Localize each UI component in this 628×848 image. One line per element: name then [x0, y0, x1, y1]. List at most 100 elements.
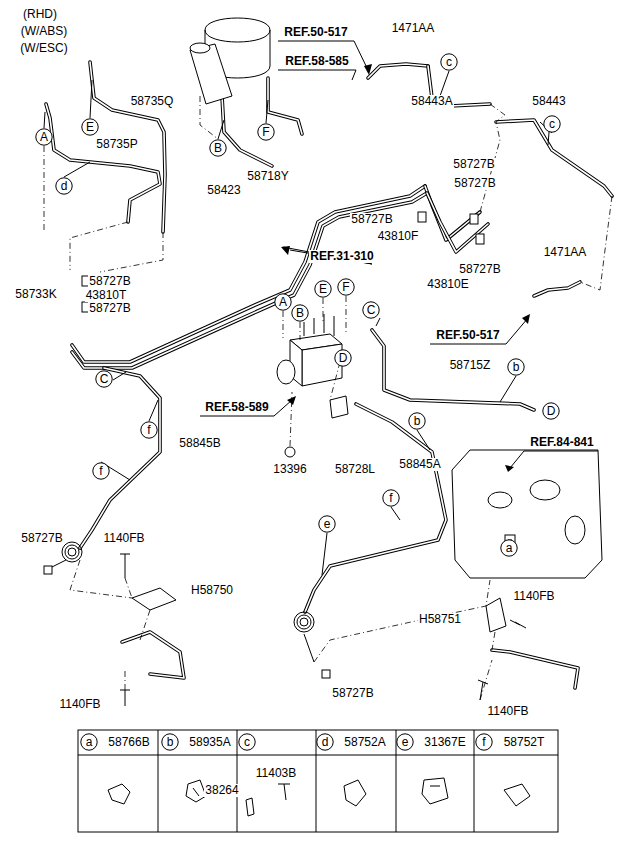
dashed-line	[490, 104, 505, 122]
callout-letter: F	[262, 126, 269, 139]
callout-letter: d	[322, 736, 329, 749]
part-number: 43810E	[426, 278, 469, 291]
clip	[322, 670, 330, 678]
callout-letter: f	[482, 736, 485, 749]
bolt	[478, 680, 488, 700]
dashed-line	[44, 96, 218, 230]
part-number: (RHD)	[22, 8, 58, 21]
callout-letter: B	[214, 142, 222, 155]
circle-outline	[292, 305, 308, 321]
callout-letter: a	[506, 542, 513, 555]
arrowhead	[505, 465, 514, 472]
circle-outline	[36, 129, 52, 145]
part-number: (W/ABS)	[20, 25, 69, 38]
ref-leader	[278, 41, 368, 70]
part-number: 11403B	[255, 767, 297, 780]
circle-outline	[56, 178, 72, 194]
bracket	[486, 598, 506, 632]
callout-letter: a	[86, 736, 93, 749]
part-number: 1140FB	[58, 698, 101, 711]
reference-label: REF.58-585	[284, 55, 349, 68]
part-number: 58423	[206, 184, 241, 197]
circle-outline	[441, 54, 457, 70]
arrowhead	[522, 314, 530, 324]
callout-circle: d	[316, 733, 334, 751]
brake-hose	[122, 632, 184, 678]
callout-circle: D	[542, 402, 560, 420]
part-number: 58735Q	[130, 95, 175, 108]
ref-arrows	[200, 41, 598, 472]
callout-letter: f	[99, 465, 102, 478]
reference-label: REF.84-841	[529, 436, 594, 449]
callout-circle: C	[362, 301, 380, 319]
callout-letter: A	[279, 296, 287, 309]
circle-outline	[397, 734, 413, 750]
circle-outline	[319, 516, 335, 532]
circle-outline	[162, 734, 178, 750]
brake-hose	[534, 282, 580, 296]
callout-letter: E	[86, 121, 94, 134]
reference-label: REF.50-517	[435, 329, 500, 342]
circle-outline	[363, 302, 379, 318]
brake-pipe	[72, 186, 425, 362]
clip-icon	[246, 798, 254, 816]
part-number: 43810F	[377, 230, 420, 243]
callout-letter: e	[324, 518, 331, 531]
parts-table	[78, 730, 558, 832]
callout-circle: D	[334, 349, 352, 367]
part-number: 58443A	[410, 95, 453, 108]
part-number: 58727B	[331, 687, 374, 700]
booster-body	[205, 30, 270, 42]
pipe-coil	[294, 612, 314, 632]
brake-hose	[534, 282, 580, 296]
part-number: 58727B	[20, 532, 63, 545]
circle-outline	[81, 734, 97, 750]
brake-pipe	[80, 368, 160, 548]
dashed-lines	[44, 96, 612, 700]
part-number: 58935A	[188, 736, 231, 749]
brake-pipe	[305, 404, 446, 612]
part-number: 58727B	[453, 177, 496, 190]
arrowhead	[287, 396, 296, 405]
brake-hose	[122, 632, 184, 678]
leader-line	[101, 376, 516, 575]
pipe-coil	[68, 548, 76, 556]
callout-circle: E	[81, 118, 99, 136]
screw-icon	[278, 784, 290, 800]
circle-outline	[543, 403, 559, 419]
callout-circle: C	[95, 370, 113, 388]
pipe-coil	[300, 618, 308, 626]
clip-icon	[422, 778, 448, 804]
callout-circle: d	[55, 177, 73, 195]
part-number: 58727B	[452, 158, 495, 171]
circle-outline	[409, 413, 425, 429]
brake-pipe	[72, 193, 427, 368]
callout-letter: c	[244, 736, 250, 749]
callout-circle: b	[507, 358, 525, 376]
callout-circle: f	[382, 489, 400, 507]
callout-circle: e	[396, 733, 414, 751]
part-number: 58727B	[88, 302, 131, 315]
reference-label: REF.31-310	[309, 250, 374, 263]
circle-outline	[508, 359, 524, 375]
part-number: 58845A	[398, 458, 441, 471]
callout-letter: e	[402, 736, 409, 749]
callout-letter: E	[319, 283, 327, 296]
brake-pipe	[425, 186, 480, 240]
part-number: H58750	[190, 584, 234, 597]
clip	[470, 214, 478, 224]
part-number: 38264	[204, 784, 239, 797]
callout-letter: D	[339, 352, 348, 365]
part-number: 58443	[531, 95, 566, 108]
part-number: 58845B	[178, 437, 221, 450]
part-number: 58718Y	[246, 170, 289, 183]
callout-letter: b	[167, 736, 174, 749]
part-number: 58766B	[107, 736, 150, 749]
ref-leader	[278, 70, 356, 80]
part-number: 58715Z	[449, 359, 492, 372]
callout-circle: A	[274, 293, 292, 311]
dashed-line	[283, 296, 346, 340]
clip	[418, 212, 426, 222]
brake-pipe	[46, 104, 160, 222]
bolt	[510, 620, 526, 628]
